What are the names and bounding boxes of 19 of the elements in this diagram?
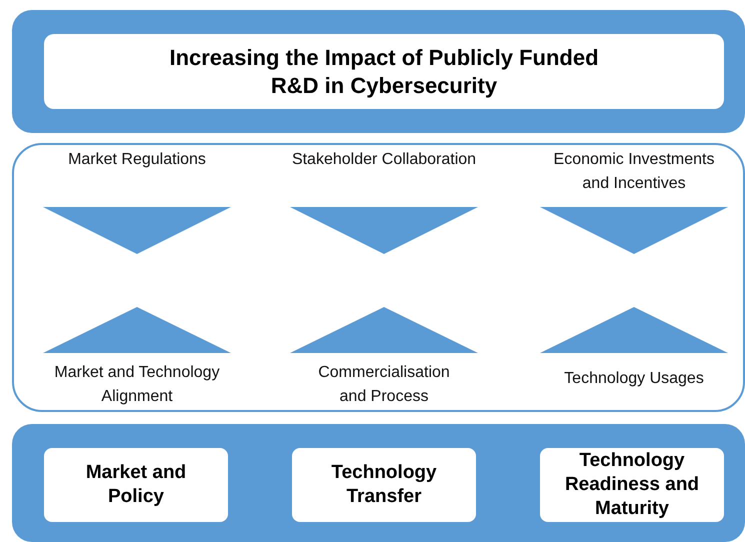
factors-panel xyxy=(12,143,745,412)
factor-label: Market and Technology Alignment xyxy=(53,363,221,407)
upward-triangle xyxy=(540,307,728,353)
downward-triangle xyxy=(43,207,231,254)
factor-label: Economic Investments and Incentives xyxy=(552,150,716,194)
pillar-box: Technology Readiness and Maturity xyxy=(540,448,724,522)
factor-label: Commercialisation and Process xyxy=(317,363,451,407)
factor-label: Market Regulations xyxy=(67,150,207,170)
pillar-box: Technology Transfer xyxy=(292,448,476,522)
title-box: Increasing the Impact of Publicly Funded R&D in Cybersecurity xyxy=(44,34,724,109)
footer-band xyxy=(12,424,745,542)
upward-triangle xyxy=(290,307,478,353)
factor-label: Stakeholder Collaboration xyxy=(290,150,478,170)
downward-triangle xyxy=(540,207,728,254)
header-band xyxy=(12,10,745,133)
factor-label: Technology Usages xyxy=(563,369,705,389)
pillar-box: Market and Policy xyxy=(44,448,228,522)
downward-triangle xyxy=(290,207,478,254)
upward-triangle xyxy=(43,307,231,353)
